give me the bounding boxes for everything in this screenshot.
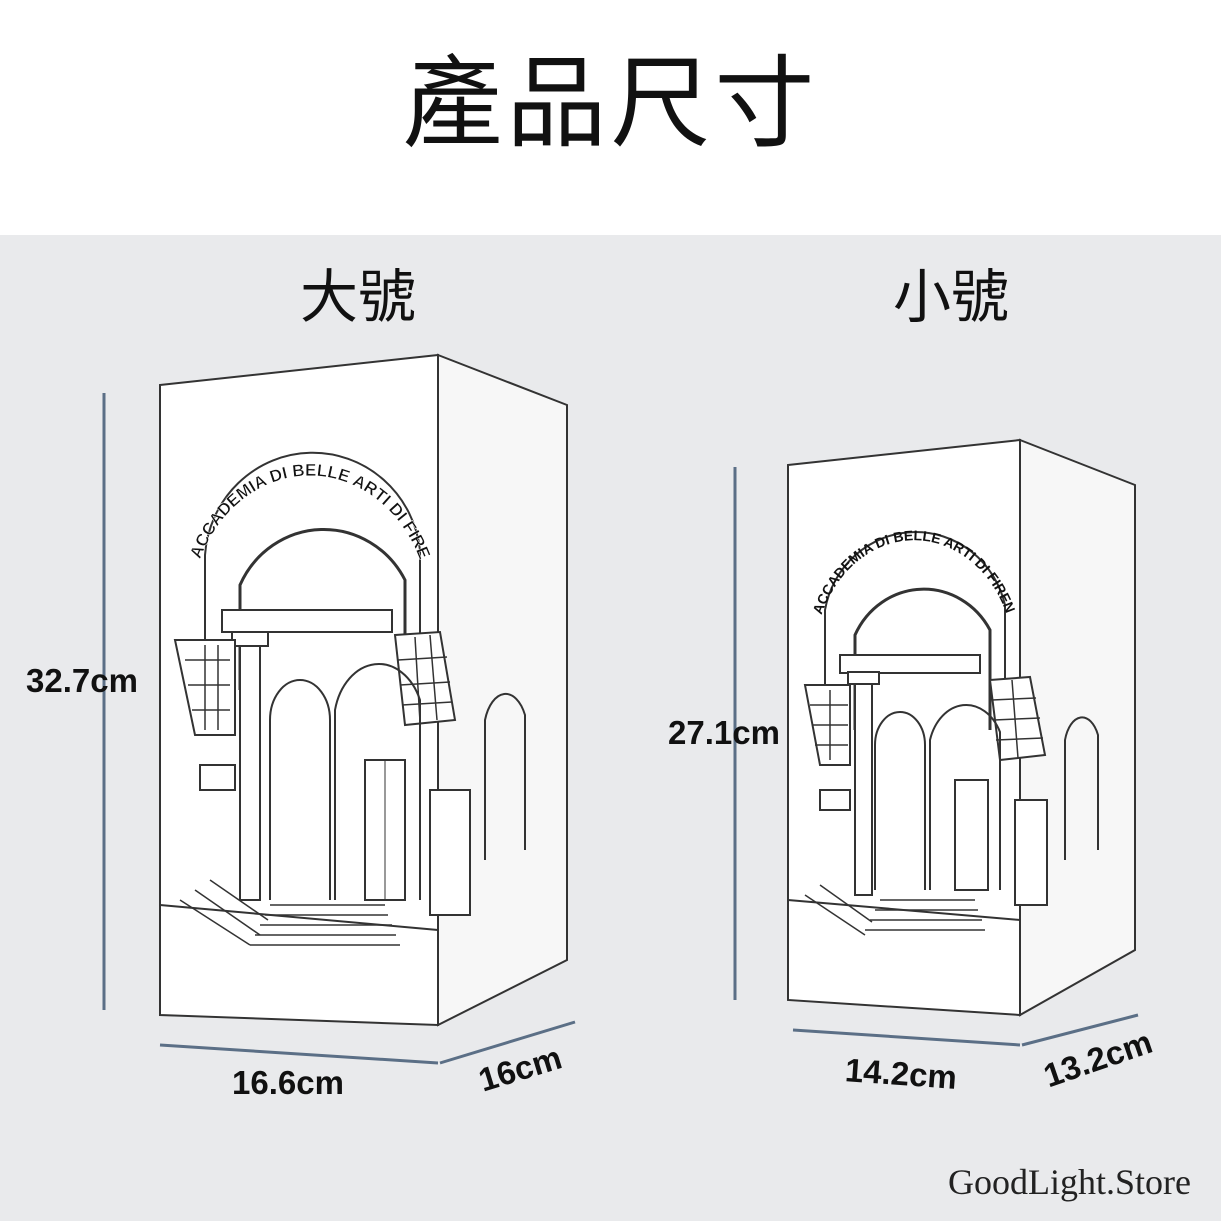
page-title: 產品尺寸 [402, 45, 819, 162]
small-size-label: 小號 [893, 263, 1010, 331]
large-width-line [159, 1043, 439, 1065]
large-depth-line [439, 1020, 576, 1065]
small-lamp [787, 438, 1136, 1017]
store-watermark: GoodLight.Store [948, 1162, 1191, 1202]
small-width-label: 14.2cm [843, 1051, 959, 1096]
large-height-label: 32.7cm [26, 662, 138, 699]
large-width-label: 16.6cm [232, 1064, 344, 1101]
large-size-label: 大號 [300, 263, 417, 331]
small-depth-line [1021, 1013, 1139, 1047]
large-lamp [159, 353, 568, 1027]
small-height-label: 27.1cm [668, 714, 780, 751]
small-width-line [792, 1028, 1021, 1047]
